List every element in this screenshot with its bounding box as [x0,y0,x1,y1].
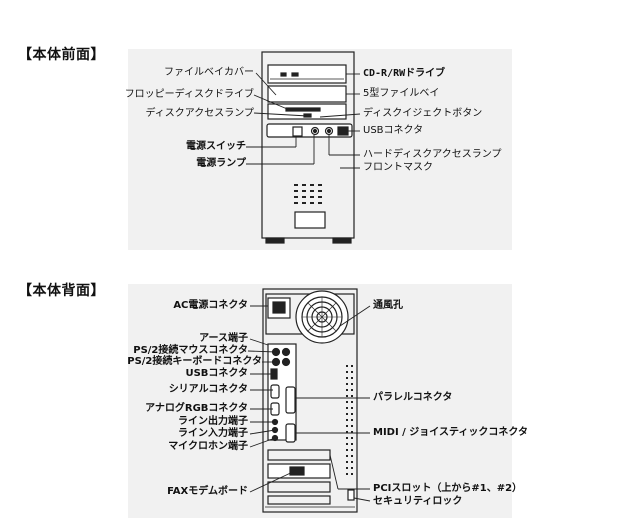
label-midi-joystick: MIDI / ジョイスティックコネクタ [373,427,529,438]
label-front-usb-connector: USBコネクタ [363,125,424,136]
front-section-title: 【本体前面】 [18,47,105,63]
label-ac-power-connector: AC電源コネクタ [173,300,248,311]
label-cdrw-drive: CD-R/RWドライブ [363,68,446,79]
back-section-title: 【本体背面】 [18,283,105,299]
label-hdd-access-lamp: ハードディスクアクセスランプ [363,149,502,160]
label-power-lamp: 電源ランプ [196,158,246,169]
label-pci-slots: PCIスロット（上から#1、#2） [373,483,523,494]
label-mic-in: マイクロホン端子 [168,441,248,452]
label-ps2-keyboard: PS/2接続キーボードコネクタ [127,356,262,367]
label-analog-rgb: アナログRGBコネクタ [145,403,248,414]
label-front-mask: フロントマスク [363,162,433,173]
label-disk-eject-button: ディスクイジェクトボタン [363,108,483,119]
label-ground-terminal: アース端子 [199,333,248,344]
label-floppy-drive: フロッピーディスクドライブ [124,89,254,100]
label-back-usb-connector: USBコネクタ [185,368,248,379]
label-ps2-mouse: PS/2接続マウスコネクタ [133,345,248,356]
label-power-switch: 電源スイッチ [186,141,246,152]
label-parallel-connector: パラレルコネクタ [373,392,453,403]
label-security-lock: セキュリティロック [373,496,463,507]
label-line-in: ライン入力端子 [178,428,248,439]
label-bay-cover: ファイルベイカバー [164,67,254,78]
label-line-out: ライン出力端子 [178,416,248,427]
label-disk-access-lamp: ディスクアクセスランプ [145,108,255,119]
label-serial-connector: シリアルコネクタ [168,384,248,395]
label-vent: 通風孔 [373,300,403,311]
label-file-bay-5: 5型ファイルベイ [363,88,440,99]
label-fax-modem-board: FAXモデムボード [167,486,248,497]
